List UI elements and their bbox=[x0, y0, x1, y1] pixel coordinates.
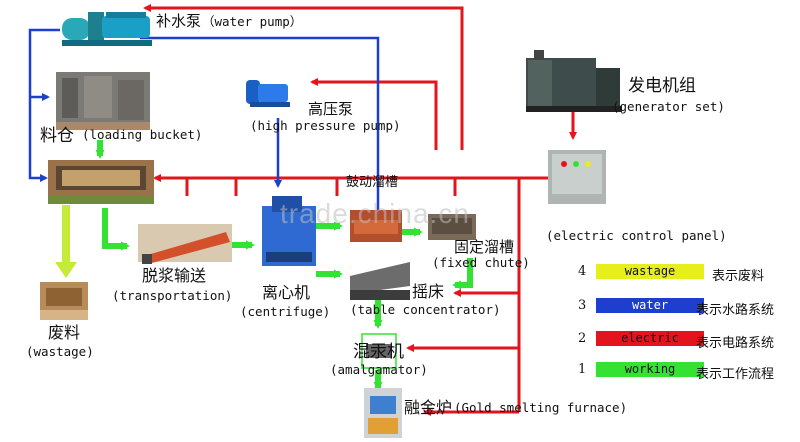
wastage-line bbox=[55, 205, 77, 278]
water-lines bbox=[28, 28, 382, 222]
washing-plant-icon bbox=[48, 160, 154, 204]
table-concentrator-label-zh: 摇床 bbox=[412, 282, 445, 301]
centrifuge-label-en: (centrifuge) bbox=[240, 304, 331, 319]
water-pump-icon bbox=[62, 12, 152, 46]
transportation-label-en: (transportation) bbox=[112, 288, 233, 303]
legend-num-electric: 2 bbox=[578, 331, 587, 346]
working-lines bbox=[95, 140, 473, 391]
legend-desc-working: 表示工作流程 bbox=[696, 367, 775, 382]
water-pump-label-zh: 补水泵 bbox=[156, 12, 202, 30]
smelting-furnace-label-zh: 融金炉 bbox=[404, 398, 453, 417]
centrifuge-icon bbox=[262, 196, 316, 266]
conveyor-icon bbox=[138, 224, 232, 264]
generator-set-label-en: (generator set) bbox=[612, 99, 725, 114]
amalgamator-label-zh: 混汞机 bbox=[353, 342, 404, 362]
wastage-label-zh: 废料 bbox=[48, 323, 81, 342]
control-panel-label-en: (electric control panel) bbox=[546, 228, 727, 243]
legend-bar-wastage: wastage bbox=[596, 264, 704, 279]
high-pressure-pump-icon bbox=[246, 80, 290, 107]
control-panel-icon bbox=[548, 150, 606, 204]
generator-icon bbox=[526, 50, 622, 112]
wastage-label-en: (wastage) bbox=[26, 344, 94, 359]
electric-lines bbox=[143, 4, 577, 416]
flow-chute-to-table bbox=[452, 258, 473, 290]
shaking-table-icon bbox=[350, 262, 410, 300]
amalgamator-label-en: (amalgamator) bbox=[330, 362, 428, 377]
generator-set-label-zh: 发电机组 bbox=[628, 76, 696, 96]
legend-num-working: 1 bbox=[578, 362, 587, 377]
legend-num-wastage: 4 bbox=[578, 264, 587, 279]
legend-bar-water: water bbox=[596, 298, 704, 313]
fixed-chute-icon bbox=[428, 214, 476, 240]
high-pressure-pump-label-en: (high pressure pump) bbox=[250, 118, 401, 133]
drum-sluice-icon bbox=[350, 210, 402, 242]
loading-bucket-label-zh: 料仓 bbox=[40, 126, 74, 146]
water-line-loading bbox=[28, 28, 60, 182]
flow-washer-to-conveyor bbox=[102, 208, 130, 251]
water-pump-label-en: （water pump） bbox=[202, 14, 303, 29]
legend-bar-working: working bbox=[596, 362, 704, 377]
smelting-furnace-icon bbox=[364, 388, 402, 438]
wastage-pile-icon bbox=[40, 282, 88, 320]
table-concentrator-label-en: (table concentrator) bbox=[350, 302, 501, 317]
drum-sluice-label-zh: 鼓动溜槽 bbox=[346, 175, 399, 190]
legend-bar-electric: electric bbox=[596, 331, 704, 346]
legend-desc-electric: 表示电路系统 bbox=[696, 336, 775, 351]
electric-line-high-pressure-pump bbox=[310, 78, 438, 150]
electric-line-water-pump bbox=[143, 4, 464, 150]
amalgamator-icon bbox=[361, 333, 397, 369]
legend-num-water: 3 bbox=[578, 298, 587, 313]
legend-desc-wastage: 表示废料 bbox=[712, 269, 765, 284]
fixed-chute-label-en: (fixed chute) bbox=[432, 255, 530, 270]
smelting-furnace-label-en: (Gold smelting furnace) bbox=[454, 400, 628, 415]
centrifuge-label-zh: 离心机 bbox=[262, 283, 311, 302]
water-line-pump-down bbox=[140, 36, 382, 222]
fixed-chute-label-zh: 固定溜槽 bbox=[454, 238, 515, 256]
watermark: trade.china.cn bbox=[280, 198, 470, 229]
loading-bucket-icon bbox=[56, 72, 150, 130]
legend-desc-water: 表示水路系统 bbox=[696, 303, 775, 318]
high-pressure-pump-label-zh: 高压泵 bbox=[308, 100, 354, 118]
loading-bucket-label-en: (loading bucket) bbox=[82, 127, 203, 142]
transportation-label-zh: 脱浆输送 bbox=[142, 266, 207, 285]
